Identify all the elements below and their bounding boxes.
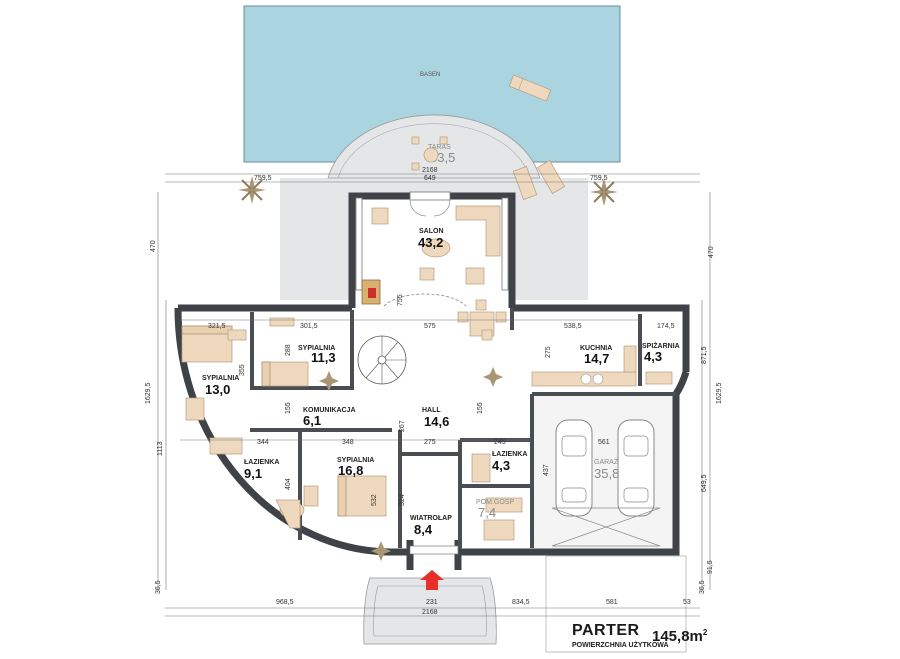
dim-321: 321,5: [208, 323, 226, 330]
room-lazienka1-area: 9,1: [244, 466, 262, 481]
dim-top-left: 759,5: [254, 175, 272, 182]
garage-cars: [551, 419, 661, 547]
room-kuchnia-area: 14,7: [584, 351, 609, 366]
dim-right-470: 470: [708, 246, 715, 258]
dim-538: 538,5: [564, 323, 582, 330]
room-salon-area: 43,2: [418, 235, 443, 250]
room-hall-name: HALL: [422, 407, 441, 414]
dim-174: 174,5: [657, 323, 675, 330]
room-komunikacja-area: 6,1: [303, 413, 321, 428]
dim-324: 324: [399, 494, 406, 506]
dim-532: 532: [371, 494, 378, 506]
dim-355: 355: [239, 364, 246, 376]
room-garaz-name: GARAŻ: [594, 457, 619, 466]
dim-top-total: 2168: [422, 167, 438, 174]
dim-755: 755: [397, 294, 404, 306]
terrace-name: TARAS: [428, 144, 451, 151]
salon-furniture: [371, 205, 507, 341]
fireplace-icon: [361, 279, 381, 305]
dim-right-1629: 1629,5: [716, 382, 723, 404]
room-lazienka1-name: ŁAZIENKA: [244, 459, 279, 466]
total-area-value: 145,8m: [652, 628, 703, 645]
dim-left-470: 470: [150, 240, 157, 252]
dim-right-649: 649,5: [701, 474, 708, 492]
driveway: [545, 555, 687, 653]
room-komunikacja-name: KOMUNIKACJA: [303, 407, 356, 414]
dim-right-871: 871,5: [701, 346, 708, 364]
room-sypialnia1-name: SYPIALNIA: [298, 345, 335, 352]
room-salon-name: SALON: [419, 228, 444, 235]
terrace-table: [411, 136, 448, 171]
dim-267: 267: [399, 420, 406, 432]
room-sypialnia2-area: 13,0: [205, 382, 230, 397]
dim-top-mid: 649: [424, 175, 436, 182]
dim-155a: 155: [285, 402, 292, 414]
kitchen-counters: [531, 345, 673, 387]
dim-bottom-right-c: 53: [683, 599, 691, 606]
entry-arrow-icon: [420, 570, 444, 590]
dim-344: 344: [257, 439, 269, 446]
dim-bottom-left: 968,5: [276, 599, 294, 606]
dim-bottom-right-a: 834,5: [512, 599, 530, 606]
room-wiatrolap-area: 8,4: [414, 522, 433, 537]
dimension-lines: [157, 173, 711, 617]
room-sypialnia1-area: 11,3: [311, 350, 336, 365]
dim-bottom-mid: 231: [426, 599, 438, 606]
room-pomgosp-name: POM.GOSP: [476, 499, 514, 506]
room-kuchnia-name: KUCHNIA: [580, 345, 612, 352]
room-sypialnia2-name: SYPIALNIA: [202, 375, 239, 382]
area-unit-superscript: 2: [702, 628, 708, 637]
area-caption: POWIERZCHNIA UŻYTKOWA: [572, 642, 669, 649]
dim-bottom-total: 2168: [422, 609, 438, 616]
dim-301: 301,5: [300, 323, 318, 330]
dim-155b: 155: [477, 402, 484, 414]
dim-right-bottom-a: 91,5: [707, 560, 714, 574]
dim-575: 575: [424, 323, 436, 330]
room-hall-area: 14,6: [424, 414, 449, 429]
room-spizarnia-area: 4,3: [644, 349, 662, 364]
floor-name: PARTER: [572, 622, 640, 639]
dim-437: 437: [543, 464, 550, 476]
room-sypialnia3-area: 16,8: [338, 463, 363, 478]
room-garaz-area: 35,8: [594, 466, 619, 481]
room-lazienka2-area: 4,3: [492, 458, 510, 473]
room-pomgosp-area: 7,4: [478, 505, 496, 520]
plant-left: [238, 176, 266, 204]
total-area: 145,8m2: [652, 628, 707, 645]
bedroom-furniture: [181, 317, 387, 519]
room-wiatrolap-name: WIATROŁAP: [410, 515, 452, 522]
dim-bottom-right-b: 581: [606, 599, 618, 606]
dim-245: 245: [494, 439, 506, 446]
dim-right-bottom-b: 36,5: [699, 580, 706, 594]
dim-561: 561: [598, 439, 610, 446]
dim-348: 348: [342, 439, 354, 446]
pool-label: BASEN: [420, 72, 440, 78]
dim-left-1629: 1629,5: [145, 382, 152, 404]
dim-288: 288: [285, 344, 292, 356]
dim-404: 404: [285, 478, 292, 490]
spiral-staircase: [357, 335, 407, 385]
entrance: [363, 545, 497, 645]
room-sypialnia3-name: SYPIALNIA: [337, 457, 374, 464]
dim-275b: 275: [424, 439, 436, 446]
plant-right: [590, 178, 618, 206]
pool-lounger: [508, 74, 552, 102]
terrace-arc: [327, 114, 541, 179]
dim-left-bottom: 36,5: [155, 580, 162, 594]
dim-275a: 275: [545, 346, 552, 358]
dim-left-1113: 1113: [157, 441, 164, 456]
room-lazienka2-name: ŁAZIENKA: [492, 451, 527, 458]
bathroom-fixtures: [275, 453, 523, 541]
room-spizarnia-name: SPIŻARNIA: [642, 342, 680, 350]
dim-top-right: 759,5: [590, 175, 608, 182]
deck-loungers: [512, 160, 566, 200]
